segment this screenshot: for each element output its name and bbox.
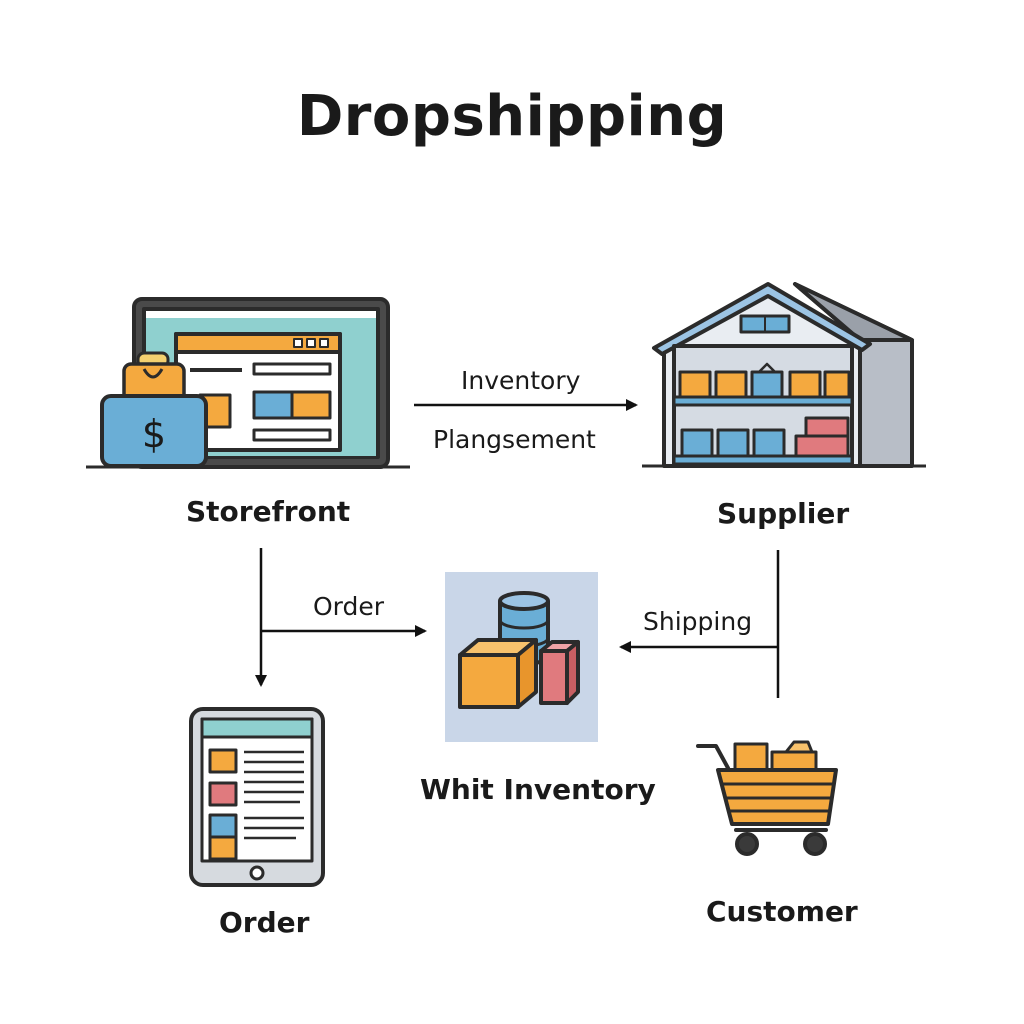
supplier-label: Supplier [717,497,850,530]
inventory-label: Whit Inventory [420,773,656,806]
edge-label-plangsement: Plangsement [433,425,596,454]
edge-label-order: Order [313,592,385,621]
warehouse-icon [642,282,926,468]
order-label: Order [219,906,310,939]
svg-text:$: $ [142,412,166,456]
connectors [255,399,780,698]
edge-label-inventory: Inventory [461,366,581,395]
shopping-cart-icon [696,740,838,856]
storefront-label: Storefront [186,495,351,528]
diagram-title: Dropshipping [296,84,728,149]
tablet-order-icon [189,707,325,887]
storefront-laptop-icon: $ [86,297,410,469]
customer-label: Customer [706,895,858,928]
edge-label-shipping: Shipping [643,607,753,636]
inventory-boxes-icon [445,572,598,742]
